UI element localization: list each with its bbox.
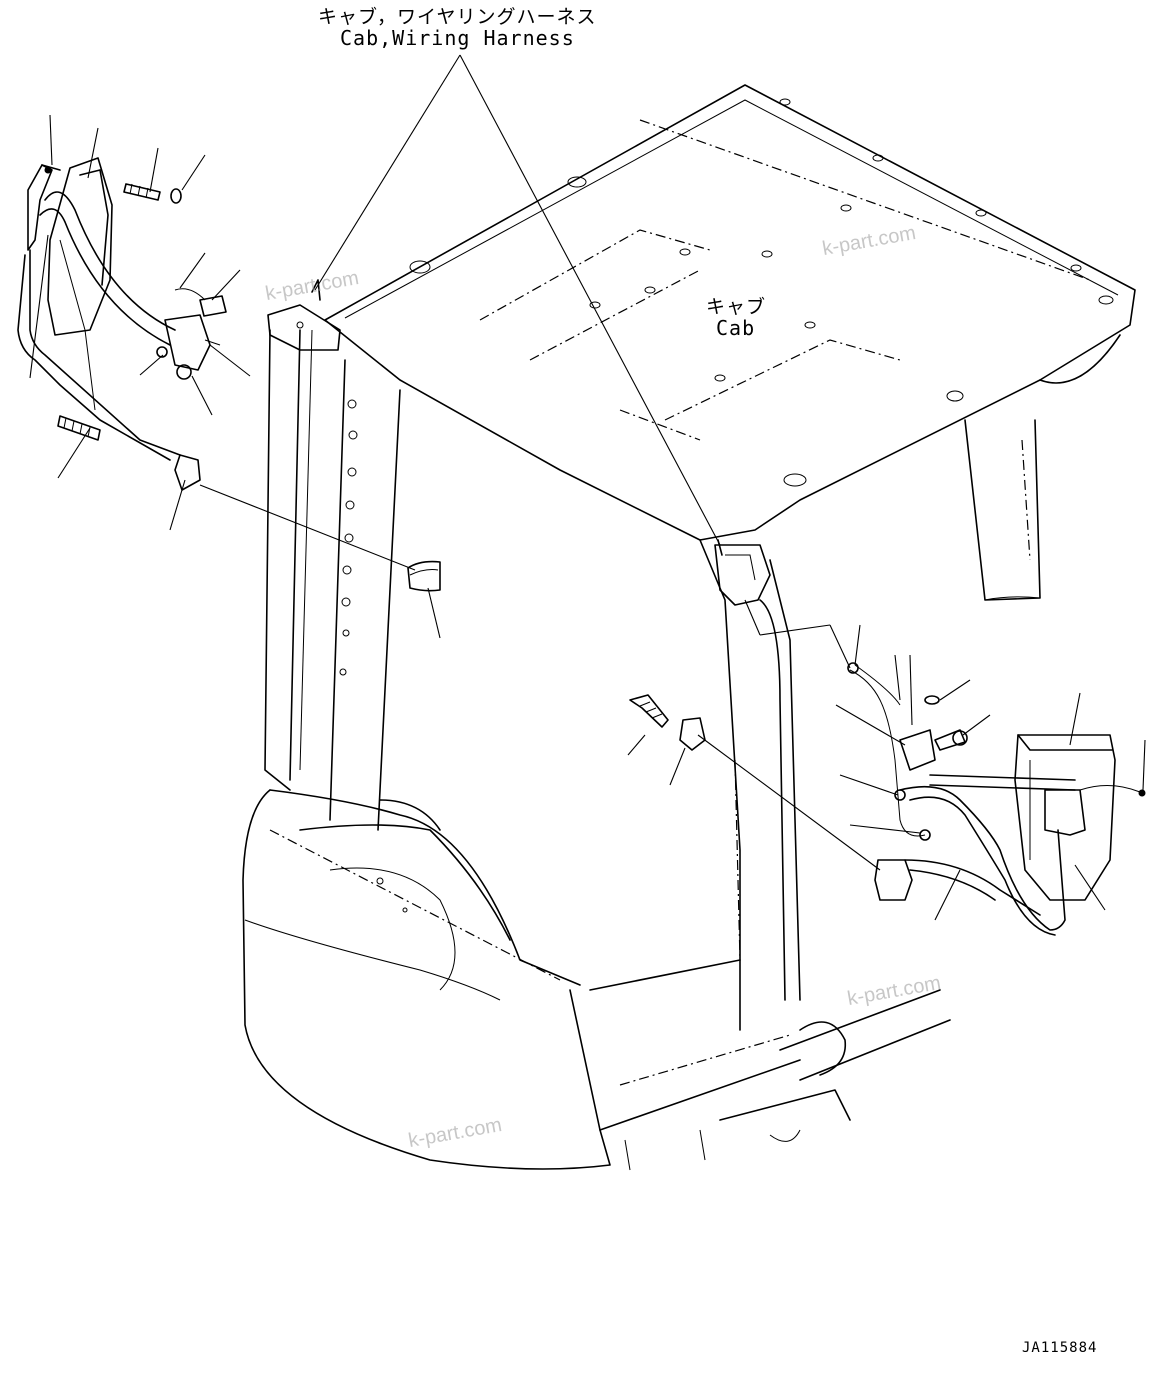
centre-bolt-clip: [629, 694, 706, 751]
harness-callout-en: Cab,Wiring Harness: [340, 26, 575, 50]
drawing-number: JA115884: [1022, 1340, 1098, 1356]
cab-callout-jp: キャブ: [706, 296, 767, 318]
right-mirror-assembly: [847, 662, 1146, 936]
cab-roof: [324, 84, 1136, 541]
left-corner-bracket: [267, 279, 341, 351]
harness-clip: [407, 560, 441, 592]
left-mirror-assembly: [17, 157, 227, 491]
cab-callout-en: Cab: [716, 316, 756, 340]
pillar-bolts: [339, 399, 358, 676]
leader-lines: [29, 54, 1146, 921]
cab-frame: [264, 329, 1041, 1171]
harness-callout-jp: キャブ，ワイヤリングハーネス: [318, 6, 597, 28]
lower-body: [242, 789, 611, 1170]
